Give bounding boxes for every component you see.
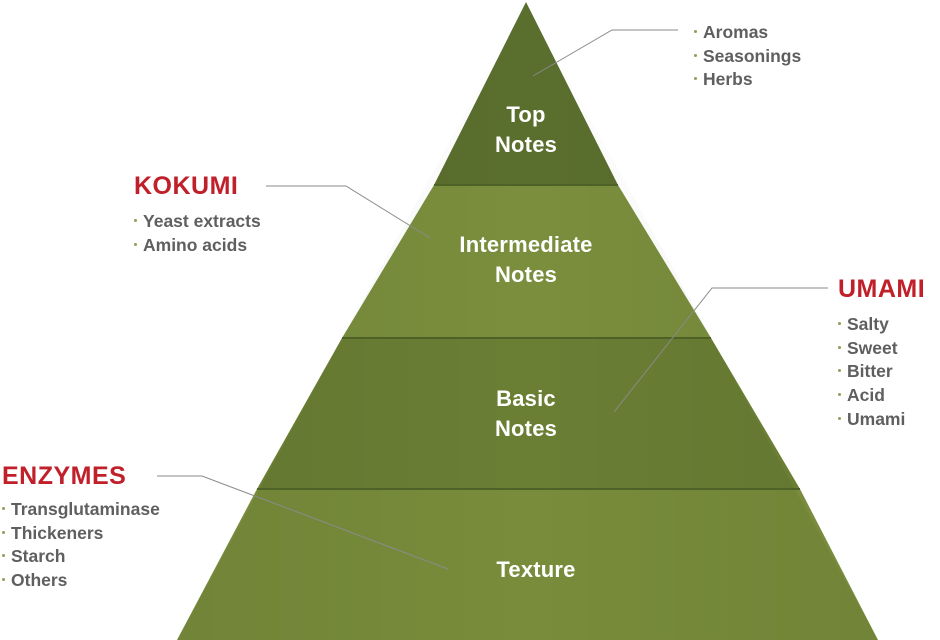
bullet-icon — [134, 242, 137, 246]
list-item-label: Transglutaminase — [11, 499, 160, 519]
list-item-label: Salty — [847, 314, 889, 334]
bullet-icon — [838, 345, 841, 349]
umami-title: UMAMI — [838, 275, 926, 303]
bullet-icon — [838, 369, 841, 373]
leader-line-umami — [613, 287, 828, 413]
tier-label-line: Top — [506, 102, 546, 127]
bullet-icon — [694, 53, 697, 57]
tier-label-line: Notes — [494, 416, 558, 441]
list-item: Sweet — [838, 337, 905, 361]
list-item: Bitter — [838, 360, 905, 384]
bullet-icon — [838, 392, 841, 396]
bullet-icon — [694, 77, 697, 81]
list-item: Thickeners — [2, 522, 160, 546]
list-item-label: Yeast extracts — [143, 211, 261, 231]
tier-label-line: Notes — [494, 132, 558, 157]
list-item: Acid — [838, 384, 905, 408]
list-item: Amino acids — [134, 234, 261, 258]
list-item: Aromas — [694, 21, 801, 45]
enzymes-list: Transglutaminase Thickeners Starch Other… — [2, 498, 160, 593]
list-item: Herbs — [694, 68, 801, 92]
list-item-label: Others — [11, 570, 68, 591]
list-item-label: Sweet — [847, 337, 898, 358]
list-item: Others — [2, 569, 160, 593]
kokumi-title: KOKUMI — [134, 172, 239, 200]
leader-line-top-notes — [532, 29, 678, 77]
list-item-label: Acid — [847, 385, 885, 406]
list-item: Umami — [838, 408, 905, 432]
kokumi-list: Yeast extracts Amino acids — [134, 210, 261, 257]
bullet-icon — [694, 29, 697, 33]
bullet-icon — [838, 416, 841, 420]
tier-label-basic-notes: Basic Notes — [466, 384, 586, 444]
list-item-label: Aromas — [703, 22, 769, 42]
tier-label-line: Notes — [494, 262, 558, 287]
bullet-icon — [2, 554, 5, 558]
list-item-label: Bitter — [847, 361, 893, 382]
list-item: Yeast extracts — [134, 210, 261, 234]
list-item: Seasonings — [694, 45, 801, 69]
tier-label-top-notes: Top Notes — [466, 100, 586, 160]
tier-label-intermediate-notes: Intermediate Notes — [436, 230, 616, 290]
list-item: Starch — [2, 545, 160, 569]
umami-list: Salty Sweet Bitter Acid Umami — [838, 313, 905, 432]
list-item-label: Herbs — [703, 69, 753, 90]
bullet-icon — [2, 530, 5, 534]
bullet-icon — [2, 506, 5, 510]
leader-line-kokumi — [266, 185, 431, 239]
bullet-icon — [838, 321, 841, 325]
top-notes-list: Aromas Seasonings Herbs — [694, 21, 801, 92]
bullet-icon — [134, 218, 137, 222]
list-item: Salty — [838, 313, 905, 337]
list-item-label: Starch — [11, 546, 66, 567]
enzymes-title: ENZYMES — [2, 462, 127, 490]
list-item-label: Umami — [847, 408, 906, 429]
list-item: Transglutaminase — [2, 498, 160, 522]
leader-line-enzymes — [157, 475, 449, 570]
list-item-label: Amino acids — [143, 234, 248, 255]
list-item-label: Thickeners — [11, 522, 104, 543]
tier-label-line: Intermediate — [459, 232, 593, 257]
bullet-icon — [2, 577, 5, 581]
tier-label-texture: Texture — [456, 555, 616, 585]
list-item-label: Seasonings — [703, 45, 802, 66]
tier-label-line: Basic — [496, 386, 556, 411]
tier-label-line: Texture — [496, 557, 576, 582]
